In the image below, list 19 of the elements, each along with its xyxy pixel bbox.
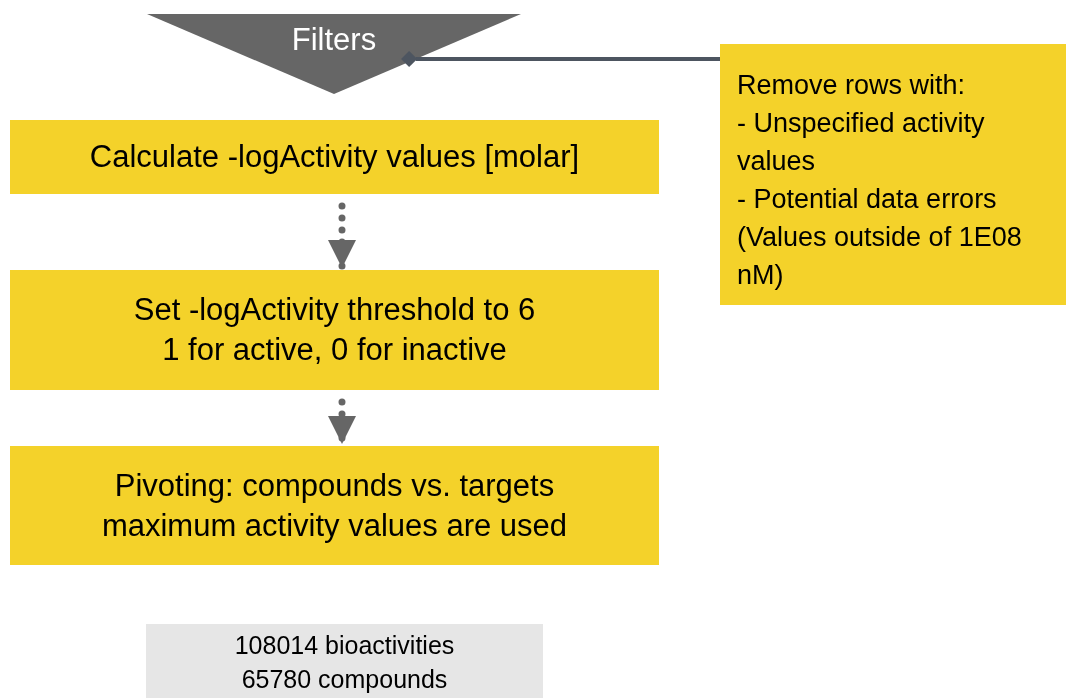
filter-triangle: [147, 14, 521, 94]
box-text: 65780 compounds: [241, 664, 448, 695]
process-box: [10, 270, 659, 390]
box-text: - Potential data errors (Values outside of 1E08 nM): [737, 183, 1023, 292]
dotted-arrow: [328, 202, 356, 272]
note-box: [720, 44, 1066, 305]
box-text: 108014 bioactivities: [234, 630, 455, 661]
connector-line: [401, 51, 720, 67]
filter-label: Filters: [291, 22, 377, 58]
box-text: Pivoting: compounds vs. targets: [114, 466, 555, 505]
summary-box: [146, 624, 543, 698]
box-text: Set -logActivity threshold to 6: [133, 291, 536, 329]
box-text: maximum activity values are used: [101, 506, 568, 545]
process-box: [10, 446, 659, 565]
process-box: [10, 120, 659, 194]
box-text: 1 for active, 0 for inactive: [162, 331, 507, 369]
box-text: Remove rows with:: [737, 69, 966, 102]
box-text: Calculate -logActivity values [molar]: [89, 138, 580, 176]
box-text: - Unspecified activity values: [737, 107, 986, 178]
